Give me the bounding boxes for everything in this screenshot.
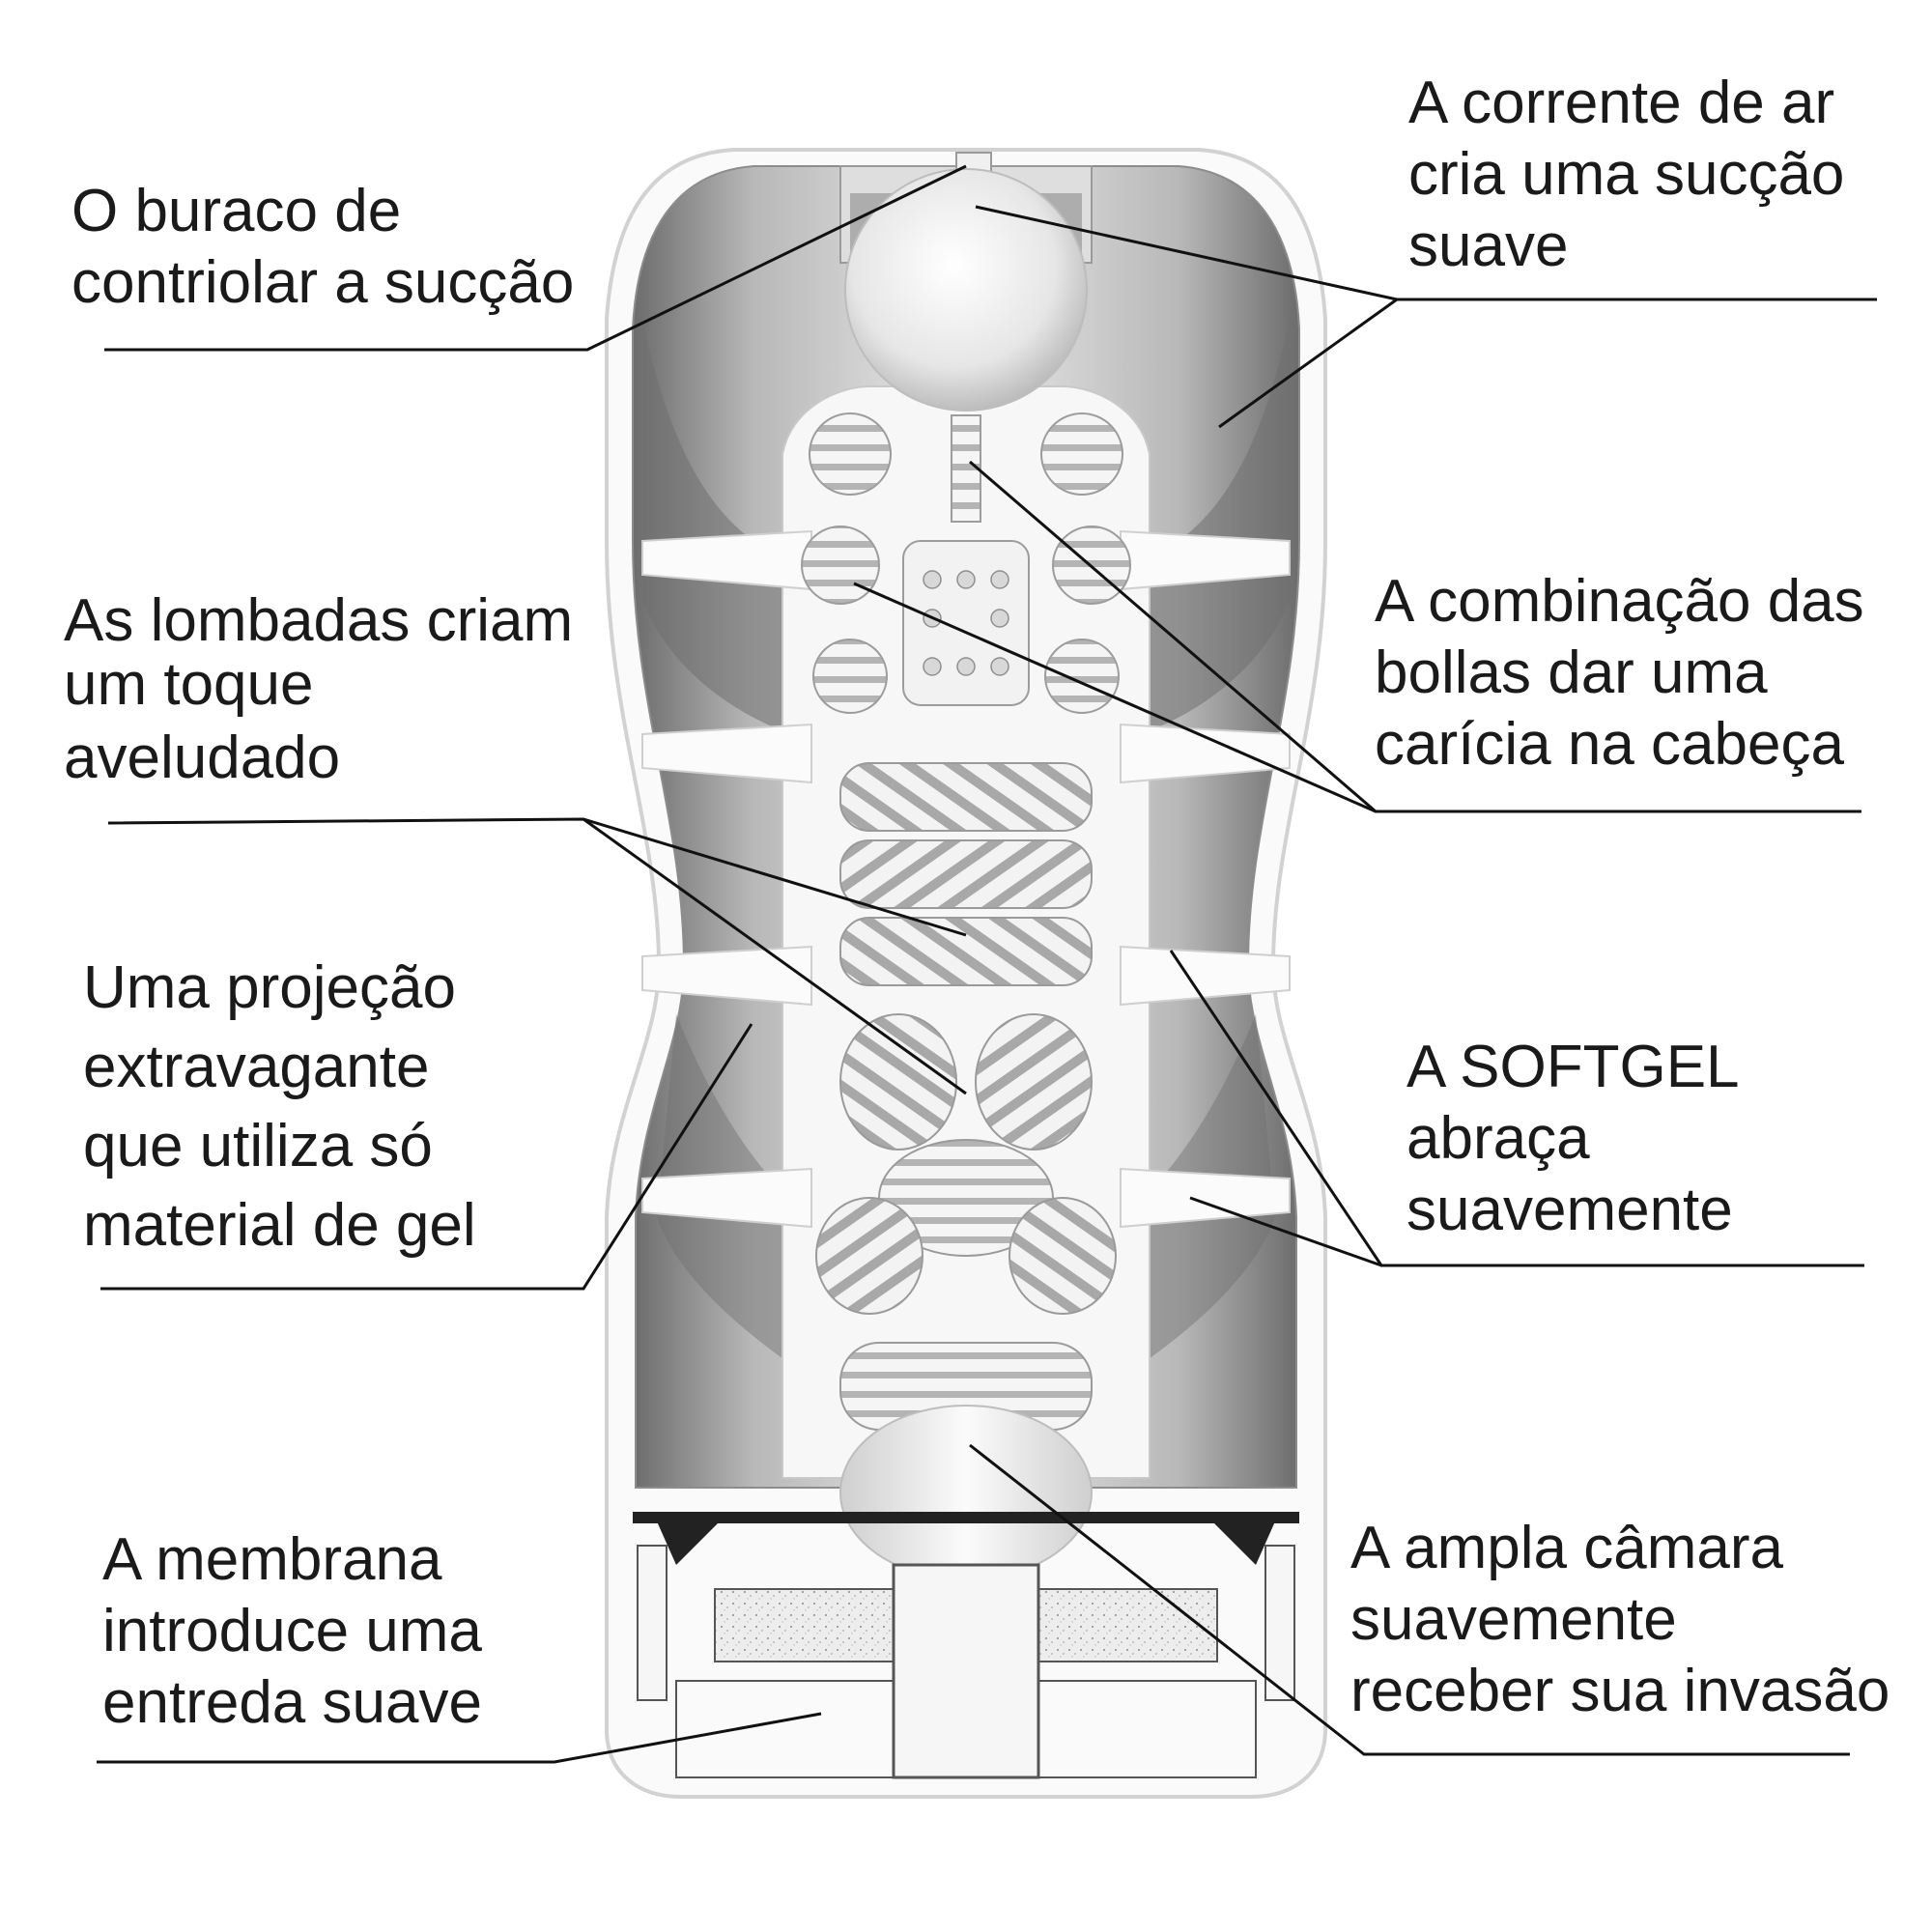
nub-ball (1041, 413, 1122, 495)
bump-dot (957, 571, 975, 588)
bump-dot (957, 658, 975, 675)
label-projection: Uma projeção extravagante que utiliza só… (83, 949, 476, 1265)
sponge-right (1038, 1589, 1217, 1662)
spiral-rib (840, 918, 1092, 985)
gel-projection (840, 1014, 956, 1150)
label-line: A combinação das (1375, 566, 1864, 638)
label-line: bollas dar uma (1375, 638, 1864, 709)
label-line: suave (1408, 211, 1844, 282)
label-line: A corrente de ar (1408, 68, 1844, 139)
label-chamber: A ampla câmara suavemente receber sua in… (1350, 1513, 1889, 1727)
label-line: O buraco de (71, 176, 574, 247)
label-line: que utiliza só (83, 1107, 476, 1186)
bump-dot (923, 658, 941, 675)
label-line: receber sua invasão (1350, 1656, 1889, 1727)
entry-channel (894, 1565, 1038, 1777)
label-line: entreda suave (102, 1667, 482, 1739)
bump-dot (991, 571, 1009, 588)
label-line: cria uma sucção (1408, 139, 1844, 211)
nub-ball (1045, 639, 1119, 713)
label-line: carícia na cabeça (1375, 709, 1864, 781)
label-airflow: A corrente de ar cria uma sucção suave (1408, 68, 1844, 282)
label-line: aveludado (64, 726, 573, 790)
label-membrane: A membrana introduce uma entreda suave (102, 1524, 482, 1739)
label-line: contriolar a sucção (71, 247, 574, 319)
label-balls: A combinação das bollas dar uma carícia … (1375, 566, 1864, 781)
label-line: material de gel (83, 1186, 476, 1265)
gel-projection (1009, 1198, 1116, 1314)
gel-projection (816, 1198, 923, 1314)
bump-dot (991, 658, 1009, 675)
label-line: Uma projeção (83, 949, 476, 1028)
label-line: extravagante (83, 1028, 476, 1107)
label-line: introduce uma (102, 1596, 482, 1667)
chamber-bulb (840, 1406, 1092, 1579)
bump-dot (991, 610, 1009, 627)
base-ring (633, 1512, 1299, 1523)
base-clip-right (1265, 1546, 1294, 1700)
label-bumps: As lombadas criam um toque aveludado (64, 589, 573, 790)
label-line: A SOFTGEL (1406, 1032, 1740, 1103)
label-line: As lombadas criam (64, 589, 573, 653)
sponge-left (715, 1589, 894, 1662)
nub-ball (813, 639, 887, 713)
bump-block (903, 541, 1029, 705)
gel-projection (976, 1014, 1092, 1150)
nub-ball (802, 526, 879, 604)
label-line: suavemente (1406, 1175, 1740, 1246)
bump-dot (923, 571, 941, 588)
label-softgel: A SOFTGEL abraça suavemente (1406, 1032, 1740, 1246)
label-line: A membrana (102, 1524, 482, 1596)
label-line: um toque (64, 653, 573, 717)
base-clip-left (638, 1546, 667, 1700)
label-line: A ampla câmara (1350, 1513, 1889, 1584)
spiral-rib (840, 763, 1092, 831)
nub-ball (810, 413, 891, 495)
top-ball (845, 169, 1087, 411)
label-suction-hole: O buraco de contriolar a sucção (71, 176, 574, 319)
label-line: suavemente (1350, 1584, 1889, 1656)
label-line: abraça (1406, 1103, 1740, 1175)
spiral-rib (840, 840, 1092, 908)
